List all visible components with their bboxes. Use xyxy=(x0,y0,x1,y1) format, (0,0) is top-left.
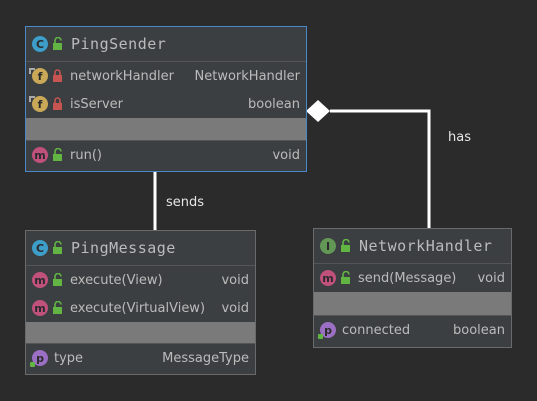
private-lock-icon xyxy=(53,97,62,110)
class-ping-sender[interactable]: C PingSender f networkHandler NetworkHan… xyxy=(25,26,307,172)
property-icon: p xyxy=(30,350,48,367)
class-name: PingMessage xyxy=(71,239,176,257)
public-lock-icon xyxy=(341,239,350,252)
method-name: execute(VirtualView) xyxy=(70,300,206,316)
method-type: void xyxy=(272,147,300,163)
property-type: MessageType xyxy=(162,350,249,366)
method-name: send(Message) xyxy=(358,270,457,286)
field-icon: f xyxy=(29,68,48,84)
method-row[interactable]: m execute(VirtualView) void xyxy=(26,294,255,322)
class-ping-message[interactable]: C PingMessage m execute(View) void m exe… xyxy=(25,230,256,375)
has-edge[interactable] xyxy=(330,109,431,228)
field-type: NetworkHandler xyxy=(194,68,300,84)
class-icon: C xyxy=(32,36,48,52)
composition-diamond xyxy=(306,100,330,122)
class-header: C PingMessage xyxy=(26,231,255,266)
method-icon: m xyxy=(32,147,48,163)
abstract-method-icon: m xyxy=(320,270,336,286)
field-icon: f xyxy=(29,96,48,112)
class-name: NetworkHandler xyxy=(359,237,493,255)
method-name: execute(View) xyxy=(70,272,163,288)
public-lock-icon xyxy=(53,241,62,254)
field-name: networkHandler xyxy=(70,68,174,84)
field-type: boolean xyxy=(248,96,300,112)
property-type: boolean xyxy=(453,322,505,338)
private-lock-icon xyxy=(53,69,62,82)
empty-section xyxy=(314,292,511,315)
field-row[interactable]: f networkHandler NetworkHandler xyxy=(26,62,306,90)
method-type: void xyxy=(221,272,249,288)
property-name: connected xyxy=(342,322,411,338)
method-name: run() xyxy=(70,147,102,163)
class-icon: C xyxy=(32,240,48,256)
property-row[interactable]: p connected boolean xyxy=(314,315,511,344)
field-name: isServer xyxy=(70,96,124,112)
method-type: void xyxy=(221,300,249,316)
public-lock-icon xyxy=(341,271,350,284)
property-row[interactable]: p type MessageType xyxy=(26,343,255,372)
public-lock-icon xyxy=(53,273,62,286)
interface-network-handler[interactable]: I NetworkHandler m send(Message) void p … xyxy=(313,228,512,348)
method-icon: m xyxy=(32,300,48,316)
public-lock-icon xyxy=(53,301,62,314)
method-type: void xyxy=(477,270,505,286)
interface-icon: I xyxy=(320,238,336,254)
class-header: C PingSender xyxy=(26,27,306,62)
class-header: I NetworkHandler xyxy=(314,229,511,264)
method-row[interactable]: m run() void xyxy=(26,140,306,169)
sends-label: sends xyxy=(166,195,205,210)
property-name: type xyxy=(54,350,84,366)
empty-section xyxy=(26,118,306,140)
method-row[interactable]: m send(Message) void xyxy=(314,264,511,292)
empty-section xyxy=(26,322,255,343)
property-icon: p xyxy=(318,322,336,339)
field-row[interactable]: f isServer boolean xyxy=(26,90,306,118)
method-icon: m xyxy=(32,272,48,288)
class-name: PingSender xyxy=(71,35,167,53)
public-lock-icon xyxy=(53,148,62,161)
has-label: has xyxy=(448,130,471,145)
public-lock-icon xyxy=(53,37,62,50)
method-row[interactable]: m execute(View) void xyxy=(26,266,255,294)
